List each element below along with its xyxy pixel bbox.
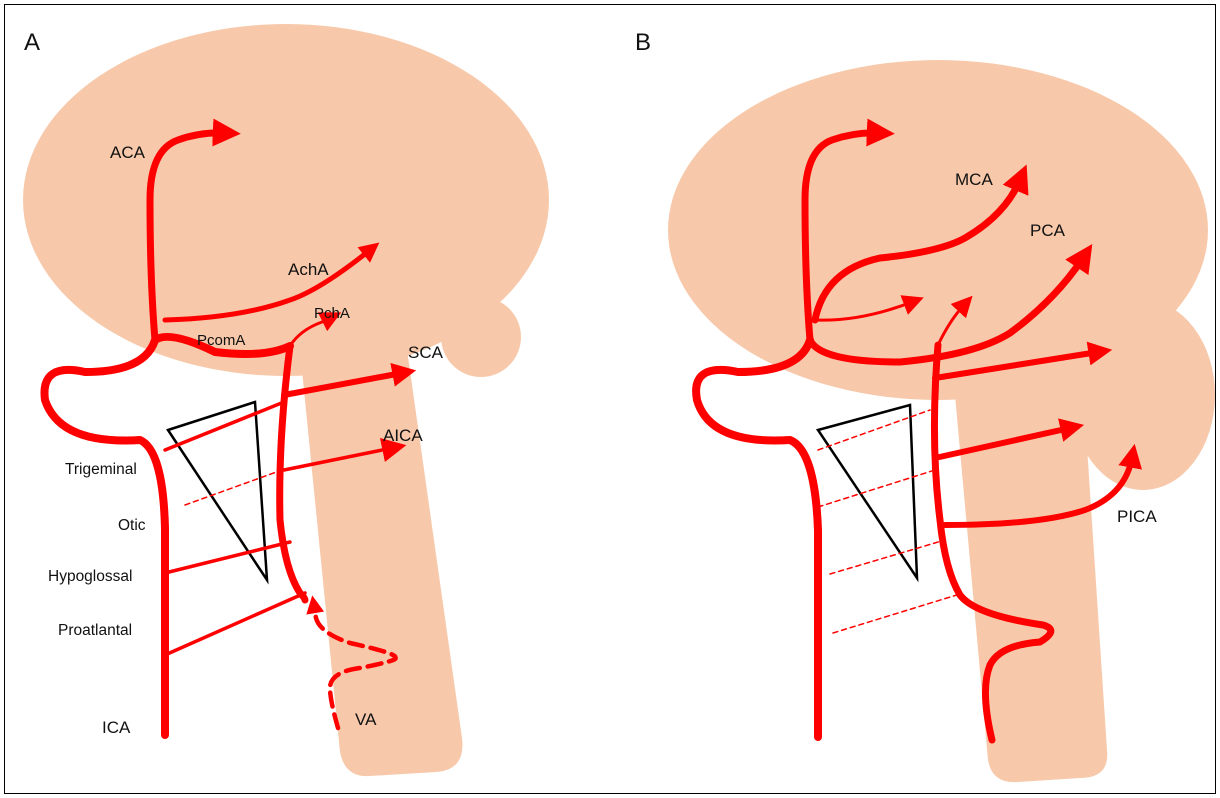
otic-remnant-b xyxy=(818,470,935,507)
panel-a-letter: A xyxy=(24,29,40,56)
label-aica: AICA xyxy=(383,426,423,445)
brainstem-b xyxy=(950,340,1107,782)
ica-trunk-a xyxy=(45,337,291,735)
cerebellum-b xyxy=(1071,300,1215,490)
proatlantal-anastomosis-a xyxy=(165,593,305,655)
panel-b-letter: B xyxy=(635,29,651,56)
label-pcha: PchA xyxy=(314,305,350,322)
label-hypoglossal: Hypoglossal xyxy=(48,568,132,585)
panel-a: A ACA AchA PchA P xyxy=(23,24,549,776)
label-pica: PICA xyxy=(1117,507,1157,526)
cerebellum-a xyxy=(441,297,521,377)
label-trigeminal: Trigeminal xyxy=(65,461,137,478)
label-ica: ICA xyxy=(102,718,131,737)
hypoglossal-remnant-b xyxy=(830,540,945,574)
label-pcoma: PcomA xyxy=(197,332,245,349)
label-mca: MCA xyxy=(955,170,993,189)
label-sca: SCA xyxy=(408,343,444,362)
brainstem-a xyxy=(295,300,462,776)
panel-b: B MCA PCA xyxy=(635,29,1215,782)
label-aca: ACA xyxy=(110,143,146,162)
otic-anastomosis-a xyxy=(185,470,282,505)
hypoglossal-anastomosis-a xyxy=(165,542,290,573)
basilar-vessel-a xyxy=(280,346,305,600)
proatlantal-remnant-b xyxy=(833,594,960,633)
label-va: VA xyxy=(355,710,377,729)
label-pca: PCA xyxy=(1030,221,1066,240)
brain-silhouette-b xyxy=(668,60,1215,782)
label-otic: Otic xyxy=(118,517,146,534)
label-acha: AchA xyxy=(288,260,329,279)
ica-trunk-b xyxy=(696,340,818,737)
label-proatlantal: Proatlantal xyxy=(58,622,132,639)
